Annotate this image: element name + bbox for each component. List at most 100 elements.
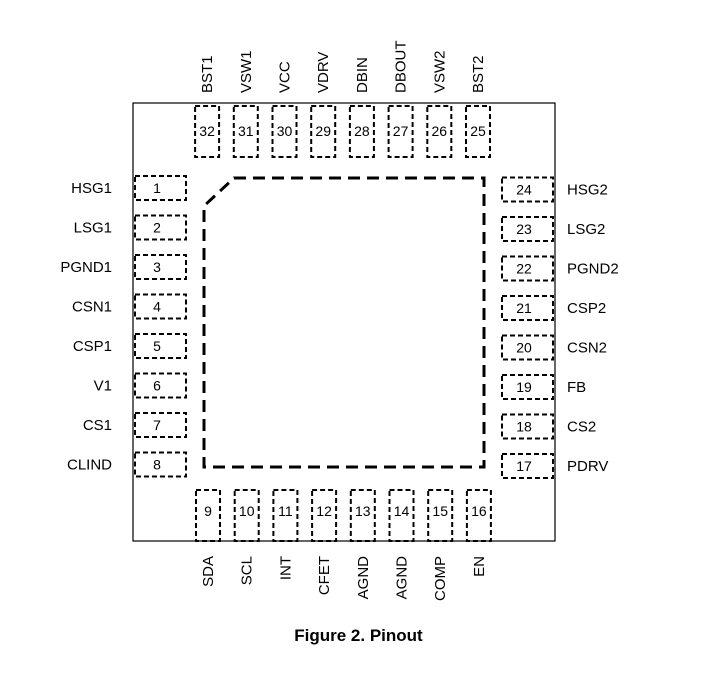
pin-label-14: AGND (394, 556, 411, 600)
pin-pad-20 (501, 334, 554, 361)
pin-pad-19 (501, 374, 554, 400)
pin-pad-21 (501, 295, 554, 321)
pin-number-17: 17 (516, 458, 532, 474)
pin-number-2: 2 (153, 220, 161, 236)
pin-label-24: HSG2 (567, 182, 608, 199)
pin-pad-6 (134, 372, 187, 399)
pin-label-10: SCL (239, 556, 256, 585)
pin-number-9: 9 (204, 503, 212, 519)
pin-label-31: VSW1 (238, 50, 255, 93)
pin-pad-16 (465, 489, 492, 542)
pin-number-27: 27 (393, 123, 409, 139)
pin-number-30: 30 (277, 123, 293, 139)
pin-number-29: 29 (315, 123, 331, 139)
pin-label-22: PGND2 (567, 261, 619, 278)
pin-number-26: 26 (432, 123, 448, 139)
pin-label-15: COMP (432, 556, 449, 601)
pin-number-1: 1 (153, 180, 161, 196)
pin-label-16: EN (471, 556, 488, 577)
pin-number-28: 28 (354, 123, 370, 139)
pin-number-25: 25 (470, 123, 486, 139)
pin-label-20: CSN2 (567, 340, 607, 357)
pin-pad-14 (388, 489, 415, 542)
pin-pad-23 (501, 216, 554, 242)
pin-number-6: 6 (153, 378, 161, 394)
pin-label-12: CFET (316, 556, 333, 595)
pin-label-11: INT (277, 556, 294, 580)
pin-number-12: 12 (316, 503, 332, 519)
pin-number-8: 8 (153, 457, 161, 473)
pin-label-9: SDA (200, 556, 217, 587)
pin-pad-1 (134, 175, 187, 201)
pin-label-7: CS1 (83, 417, 112, 434)
pin-pad-2 (134, 214, 187, 241)
pin-number-5: 5 (153, 338, 161, 354)
pin-label-19: FB (567, 379, 586, 396)
pin-label-30: VCC (277, 61, 294, 93)
pin-pad-10 (233, 489, 260, 542)
pin-pad-11 (272, 489, 299, 542)
pin-number-14: 14 (394, 503, 410, 519)
pin-label-29: VDRV (315, 52, 332, 93)
pin-number-3: 3 (153, 259, 161, 275)
pin-number-10: 10 (239, 503, 255, 519)
pin-number-13: 13 (355, 503, 371, 519)
pin-number-31: 31 (238, 123, 254, 139)
pin-label-1: HSG1 (71, 180, 112, 197)
pin-label-5: CSP1 (73, 338, 112, 355)
pin-label-27: DBOUT (393, 41, 410, 94)
pin-pad-32 (194, 105, 221, 158)
exposed-pad (202, 176, 486, 469)
pin-pad-3 (134, 254, 187, 280)
pin-pad-22 (501, 255, 554, 282)
pin-pad-24 (501, 176, 554, 203)
pin-label-17: PDRV (567, 458, 608, 475)
pin-label-18: CS2 (567, 419, 596, 436)
pin-number-20: 20 (516, 340, 532, 356)
pin-number-21: 21 (516, 300, 532, 316)
pin-pad-27 (387, 105, 414, 158)
pin-label-28: DBIN (354, 57, 371, 93)
pin-label-6: V1 (94, 378, 112, 395)
pin-pad-26 (426, 105, 453, 158)
pin-pad-25 (465, 105, 491, 158)
figure-caption: Figure 2. Pinout (294, 626, 423, 645)
pin-pad-5 (134, 333, 187, 359)
pin-pad-13 (349, 489, 376, 542)
pin-pad-12 (311, 489, 338, 542)
pin-label-21: CSP2 (567, 300, 606, 317)
pin-number-7: 7 (153, 417, 161, 433)
pin-number-11: 11 (278, 503, 293, 519)
pin-pad-9 (195, 489, 221, 542)
pin-number-22: 22 (516, 261, 532, 277)
pin-pad-18 (501, 413, 554, 440)
pin-pad-15 (427, 489, 454, 542)
pin-pad-31 (232, 105, 259, 158)
pin-number-16: 16 (471, 503, 487, 519)
pin-pad-8 (134, 451, 187, 478)
pin-label-25: BST2 (470, 55, 487, 93)
pin-number-15: 15 (432, 503, 448, 519)
pin-number-24: 24 (516, 182, 532, 198)
package-outline (132, 102, 556, 542)
pin-number-32: 32 (199, 123, 215, 139)
pin-number-18: 18 (516, 419, 532, 435)
pin-label-13: AGND (355, 556, 372, 600)
pin-label-2: LSG1 (74, 220, 112, 237)
pin-pad-4 (134, 293, 187, 320)
pin-number-19: 19 (516, 379, 532, 395)
pin-label-26: VSW2 (431, 50, 448, 93)
pin-label-4: CSN1 (72, 299, 112, 316)
pins-layer: 1 HSG1 2 LSG1 3 PGND1 4 CSN1 5 CSP1 6 V1 7 CS1 8 CLIND 1… (60, 41, 618, 602)
pin-number-23: 23 (516, 221, 532, 237)
pin-label-23: LSG2 (567, 221, 605, 238)
pin-pad-7 (134, 412, 187, 438)
pin-number-4: 4 (153, 299, 161, 315)
pin-pad-30 (271, 105, 298, 158)
pin-pad-17 (501, 453, 554, 479)
pin-label-32: BST1 (199, 55, 216, 93)
pin-label-3: PGND1 (60, 259, 112, 276)
pin-pad-29 (310, 105, 337, 158)
pin-label-8: CLIND (67, 457, 112, 474)
